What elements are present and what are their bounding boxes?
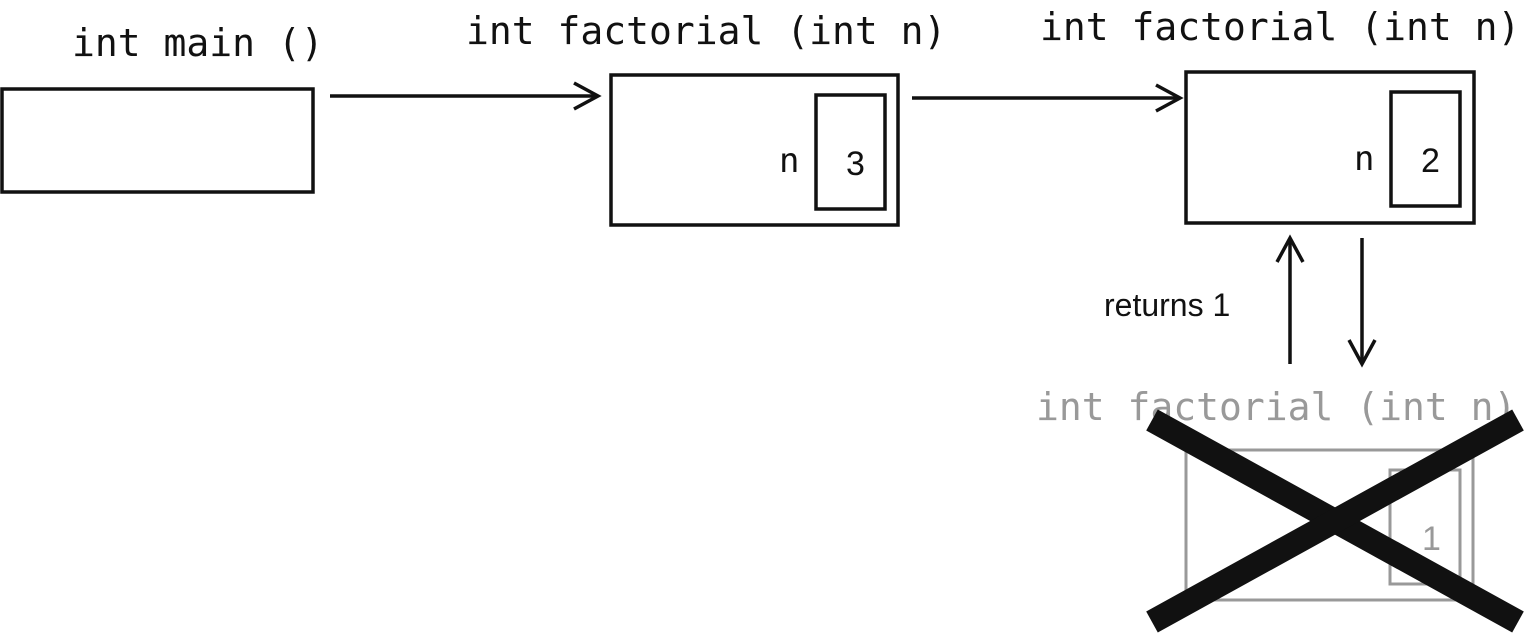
frame-factorial-2-var-box — [1389, 90, 1462, 208]
frame-factorial-1-box — [609, 73, 900, 227]
frame-factorial-3-box — [1184, 448, 1475, 602]
frame-factorial-2-var-name: n — [1354, 139, 1374, 179]
frame-factorial-1-var-name: n — [779, 141, 799, 181]
frame-factorial-2-box — [1184, 70, 1476, 225]
frame-factorial-1-var-value: 3 — [846, 145, 865, 183]
return-label: returns 1 — [1104, 287, 1230, 323]
frame-factorial-2: int factorial (int n) n 2 — [1040, 5, 1520, 225]
frame-factorial-2-title: int factorial (int n) — [1040, 5, 1520, 49]
frame-factorial-3-popped: int factorial (int n) 1 — [1036, 385, 1516, 602]
frame-factorial-1-var-box — [814, 93, 887, 211]
frame-main-title: int main () — [72, 21, 324, 65]
frame-main-box — [0, 87, 315, 194]
frame-factorial-3-title: int factorial (int n) — [1036, 385, 1516, 429]
frame-factorial-2-var-value: 2 — [1421, 142, 1440, 180]
popped-cross-icon — [1146, 409, 1524, 633]
frame-factorial-3-var-value: 1 — [1422, 520, 1441, 558]
frame-factorial-1-title: int factorial (int n) — [466, 9, 946, 53]
frame-main: int main () — [0, 21, 324, 194]
frame-factorial-1: int factorial (int n) n 3 — [466, 9, 946, 227]
